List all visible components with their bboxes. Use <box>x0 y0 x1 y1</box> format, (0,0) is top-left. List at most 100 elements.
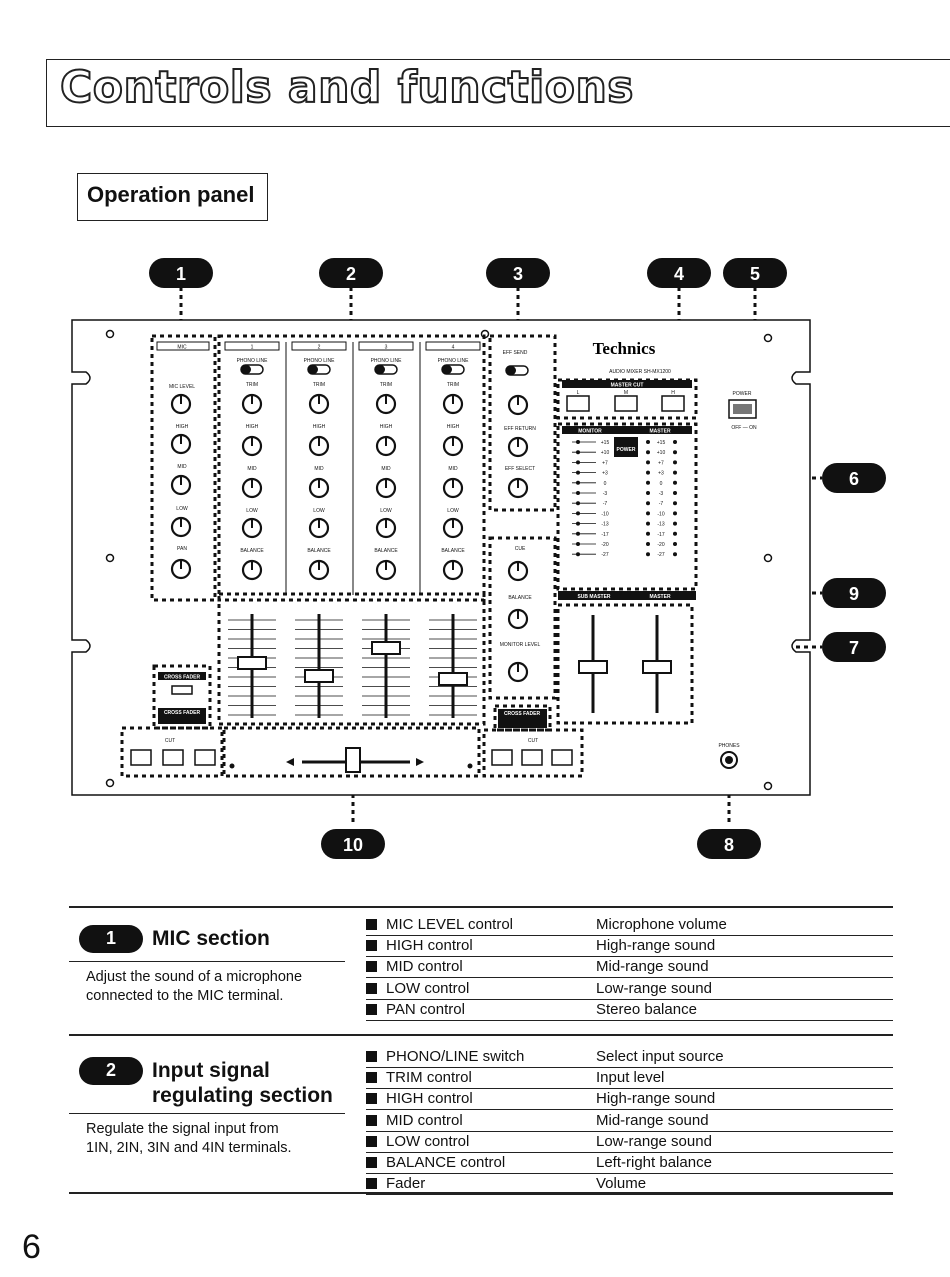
control-row: MID control Mid-range sound <box>366 1111 893 1132</box>
meter-level-label: +10 <box>657 450 666 456</box>
bullet-square-icon <box>366 1093 377 1105</box>
meter-level-label: -3 <box>659 491 664 497</box>
meter-level-label: -17 <box>601 532 608 538</box>
control-function: Input level <box>596 1069 665 1087</box>
fader-knob <box>438 672 468 686</box>
control-label: MIC LEVEL control <box>386 916 513 933</box>
meter-level-label: -7 <box>603 501 608 507</box>
svg-text:10: 10 <box>343 835 363 855</box>
bullet-square-icon <box>366 1157 377 1168</box>
svg-text:TRIM: TRIM <box>380 382 392 388</box>
bullet-square-icon <box>366 982 377 994</box>
mic-section: MIC MIC LEVEL HIGH MID LOW PAN <box>150 334 217 602</box>
svg-text:9: 9 <box>849 584 859 604</box>
callout-9: 9 <box>822 578 886 608</box>
svg-text:LOW: LOW <box>313 508 325 514</box>
svg-text:PAN: PAN <box>177 546 187 552</box>
phones-jack: PHONES <box>718 743 740 769</box>
cut-left: CUT <box>120 726 224 778</box>
control-function: Low-range sound <box>596 979 712 997</box>
bullet-square-icon <box>366 1114 377 1126</box>
svg-text:EFF SEND: EFF SEND <box>503 350 528 356</box>
page-number: 6 <box>22 1228 41 1266</box>
svg-text:MASTER CUT: MASTER CUT <box>611 383 644 389</box>
channel-number: 1 <box>251 345 254 351</box>
control-function: Low-range sound <box>596 1132 712 1150</box>
control-label: MID control <box>386 1111 463 1129</box>
meter-level-label: -7 <box>659 501 664 507</box>
effect-section: EFF SEND EFF RETURN EFF SELECT CUE BALAN… <box>488 334 557 700</box>
section-divider-bottom <box>69 1192 893 1194</box>
svg-text:BALANCE: BALANCE <box>441 548 465 554</box>
svg-text:CROSS FADER: CROSS FADER <box>164 710 201 716</box>
callout-2: 2 <box>319 258 383 288</box>
svg-text:M: M <box>624 390 628 396</box>
callout-1: 1 <box>149 258 213 288</box>
svg-text:AUDIO MIXER SH-MX1200: AUDIO MIXER SH-MX1200 <box>609 369 671 375</box>
svg-text:PHONO LINE: PHONO LINE <box>237 358 269 364</box>
svg-text:3: 3 <box>513 264 523 284</box>
control-row: LOW control Low-range sound <box>366 979 893 1000</box>
svg-text:MIC LEVEL: MIC LEVEL <box>169 384 195 390</box>
bullet-square-icon <box>366 1003 377 1015</box>
svg-text:8: 8 <box>724 835 734 855</box>
meter-level-label: +7 <box>602 460 608 466</box>
title-frame <box>46 59 950 127</box>
meter-level-label: -20 <box>601 542 608 548</box>
control-label: Fader <box>386 1175 426 1193</box>
meter-level-label: +10 <box>601 450 610 456</box>
control-row: TRIM control Input level <box>366 1068 893 1090</box>
bullet-square-icon <box>366 1051 377 1062</box>
control-row: MID control Mid-range sound <box>366 957 893 979</box>
meter-level-label: 0 <box>660 481 663 487</box>
meter-level-label: 0 <box>604 481 607 487</box>
svg-text:MID: MID <box>314 466 324 472</box>
control-function: Mid-range sound <box>596 958 709 976</box>
control-label: TRIM control <box>386 1069 472 1087</box>
bullet-square-icon <box>366 961 377 973</box>
meter-level-label: -27 <box>657 552 664 558</box>
svg-text:2: 2 <box>346 264 356 284</box>
section-1-badge: 1 <box>79 925 143 953</box>
cross-fader-assign-right: CROSS FADER <box>493 704 552 732</box>
input-channels <box>217 334 486 602</box>
svg-text:OFF — ON: OFF — ON <box>731 425 757 431</box>
control-label: LOW control <box>386 979 470 997</box>
svg-text:CUE: CUE <box>515 546 526 552</box>
svg-text:PHONO LINE: PHONO LINE <box>438 358 470 364</box>
power-switch: POWER OFF — ON <box>728 391 757 431</box>
svg-text:CUT: CUT <box>528 738 538 744</box>
svg-text:LOW: LOW <box>246 508 258 514</box>
svg-text:4: 4 <box>674 264 684 284</box>
svg-text:TRIM: TRIM <box>447 382 459 388</box>
svg-text:HIGH: HIGH <box>313 424 326 430</box>
control-function: Left-right balance <box>596 1154 712 1171</box>
control-function: Mid-range sound <box>596 1111 709 1129</box>
fader-knob <box>237 656 267 670</box>
svg-text:POWER: POWER <box>617 447 636 453</box>
callout-5: 5 <box>723 258 787 288</box>
svg-text:6: 6 <box>849 469 859 489</box>
section-2-badge: 2 <box>79 1057 143 1085</box>
callout-7: 7 <box>822 632 886 662</box>
callout-4: 4 <box>647 258 711 288</box>
control-label: MID control <box>386 958 463 976</box>
svg-text:PHONES: PHONES <box>718 743 740 749</box>
svg-text:BALANCE: BALANCE <box>240 548 264 554</box>
svg-text:BALANCE: BALANCE <box>374 548 398 554</box>
callout-10: 10 <box>321 829 385 859</box>
svg-text:LOW: LOW <box>176 506 188 512</box>
svg-text:MASTER: MASTER <box>649 429 671 435</box>
meter-level-label: -20 <box>657 542 664 548</box>
